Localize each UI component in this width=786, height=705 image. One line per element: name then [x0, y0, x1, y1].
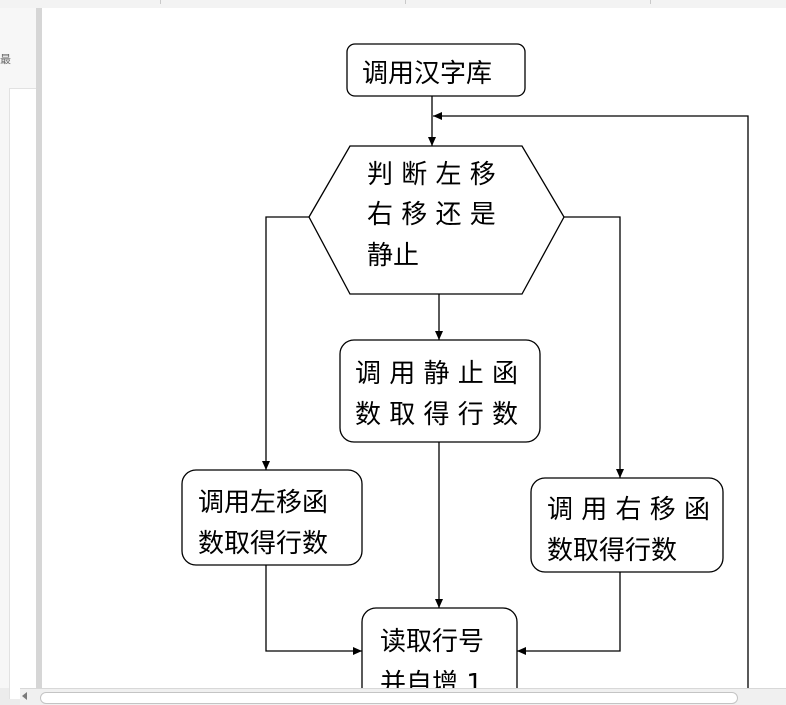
- node-left-call-line: 调用左移函: [198, 488, 328, 518]
- node-decision-line: 判 断 左 移: [367, 160, 496, 190]
- ruler-mark: [650, 0, 651, 4]
- horizontal-scrollbar[interactable]: [20, 688, 786, 705]
- node-decision-line: 静止: [367, 241, 419, 271]
- navigation-pane: 最: [0, 8, 37, 699]
- connector-decision-to-right: [564, 216, 624, 478]
- node-decision-shape: [308, 145, 565, 295]
- scrollbar-thumb[interactable]: [40, 692, 738, 704]
- node-right-call-line: 调 用 右 移 函: [547, 495, 710, 525]
- connector-loop-back: [433, 112, 749, 690]
- node-still-call-line: 调 用 静 止 函: [355, 359, 518, 389]
- node-still-call-line: 数 取 得 行 数: [355, 400, 518, 430]
- connector-left-to-read: [265, 565, 362, 655]
- ruler-mark: [160, 0, 161, 4]
- node-left-call-box: [181, 469, 363, 566]
- connector-decision-to-left: [262, 216, 309, 470]
- nav-pane-list[interactable]: [9, 88, 37, 699]
- node-start: 调用汉字库: [346, 43, 526, 97]
- node-still-call: 调 用 静 止 函 数 取 得 行 数: [339, 339, 541, 443]
- flowchart: 调用汉字库 判 断 左 移 右 移 还 是 静止 调 用 静 止 函 数 取 得…: [181, 43, 749, 693]
- document-page: 调用汉字库 判 断 左 移 右 移 还 是 静止 调 用 静 止 函 数 取 得…: [42, 8, 786, 693]
- node-right-call: 调 用 右 移 函 数取得行数: [530, 477, 724, 573]
- node-start-line: 调用汉字库: [362, 59, 492, 89]
- node-right-call-line: 数取得行数: [547, 536, 677, 566]
- node-left-call-line: 数取得行数: [198, 529, 328, 559]
- node-left-call: 调用左移函 数取得行数: [181, 469, 363, 566]
- node-decision: 判 断 左 移 右 移 还 是 静止: [308, 145, 565, 295]
- node-still-call-box: [339, 339, 541, 443]
- node-start-box: [346, 43, 526, 97]
- node-read-row: 读取行号 并自增 1: [361, 607, 518, 693]
- node-right-call-box: [530, 477, 724, 573]
- connector-right-to-read: [517, 572, 621, 655]
- page-shadow: [36, 8, 42, 693]
- ruler-mark: [405, 0, 406, 4]
- node-read-row-line: 读取行号: [380, 627, 484, 657]
- scroll-left-icon[interactable]: [22, 692, 27, 700]
- node-read-row-box: [361, 607, 518, 693]
- node-decision-line: 右 移 还 是: [367, 200, 496, 230]
- nav-pane-label: 最: [0, 53, 11, 66]
